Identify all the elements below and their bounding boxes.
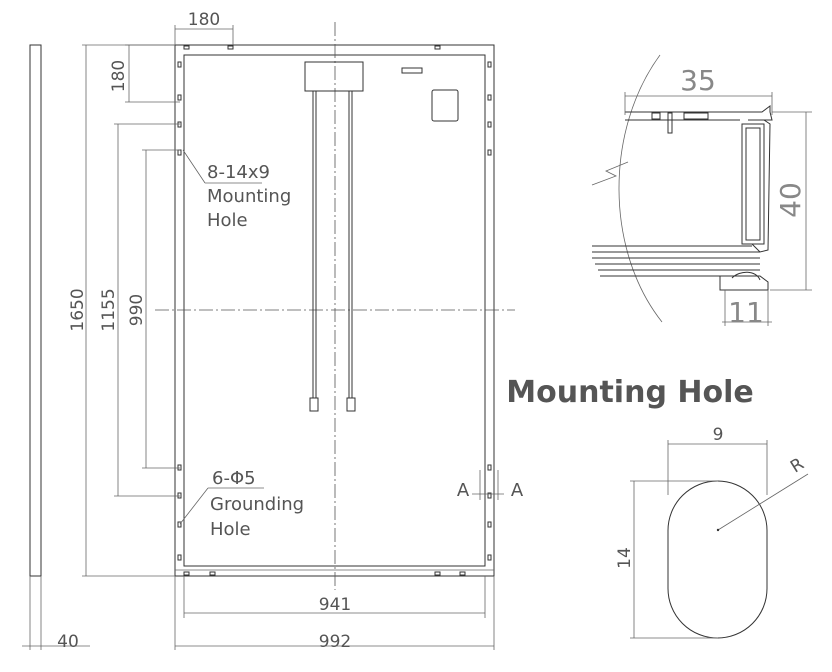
mounting-hole-detail: Mounting Hole 9 14 R: [506, 375, 809, 639]
mounting-slot-outline: [667, 480, 768, 639]
mounting-hole-title: Mounting Hole: [506, 375, 753, 410]
connector-left: [309, 397, 319, 412]
front-view: 180 180 1650 1155 990 941 992: [68, 10, 524, 652]
section-width-dimension: 35: [680, 64, 716, 97]
break-symbol: [591, 161, 629, 186]
outer-width-dimension: 992: [319, 632, 351, 652]
frame-holes-right: [487, 61, 492, 561]
section-mark-right: A: [511, 480, 524, 501]
section-lip-dimension: 11: [728, 296, 764, 329]
side-offset-dimension: 180: [109, 60, 129, 92]
mounting-hole-label: Mounting: [207, 186, 291, 207]
module-outer-frame: [174, 44, 495, 577]
label-slot: [401, 67, 423, 74]
inner-width-dimension: 941: [319, 595, 351, 615]
junction-box: [304, 61, 364, 92]
grounding-hole-label: Hole: [210, 519, 251, 540]
mounting-hole-label: Hole: [207, 210, 248, 231]
leader-line: [179, 487, 209, 525]
leader-line: [182, 149, 206, 184]
top-offset-dimension: 180: [188, 10, 220, 30]
grounding-hole-spec: 6-Φ5: [212, 468, 256, 489]
grounding-hole-label: Grounding: [210, 494, 304, 515]
break-arc: [618, 54, 663, 323]
connector-right: [346, 397, 356, 412]
frame-section-view: 35 40 11: [591, 54, 812, 329]
mount-pitch-inner-dimension: 990: [127, 294, 147, 326]
side-frame-profile: [29, 44, 42, 577]
radius-label: R: [787, 454, 808, 477]
slot-height-dimension: 14: [615, 547, 635, 569]
thickness-dimension: 40: [57, 632, 79, 652]
slot-width-dimension: 9: [713, 425, 724, 445]
nameplate-label: [431, 89, 459, 122]
side-profile-view: 40: [22, 44, 90, 652]
module-inner-panel: [183, 54, 486, 567]
radius-leader: [717, 473, 809, 531]
mounting-hole-spec: 8-14x9: [207, 162, 270, 183]
section-mark-left: A: [457, 480, 470, 501]
mount-pitch-outer-dimension: 1155: [99, 288, 119, 331]
frame-foot: [719, 275, 769, 291]
frame-holes-top-bottom: [183, 45, 466, 576]
height-dimension: 1650: [68, 288, 88, 331]
frame-holes-left: [177, 61, 182, 561]
section-height-dimension: 40: [774, 182, 807, 218]
frame-web: [741, 123, 765, 245]
